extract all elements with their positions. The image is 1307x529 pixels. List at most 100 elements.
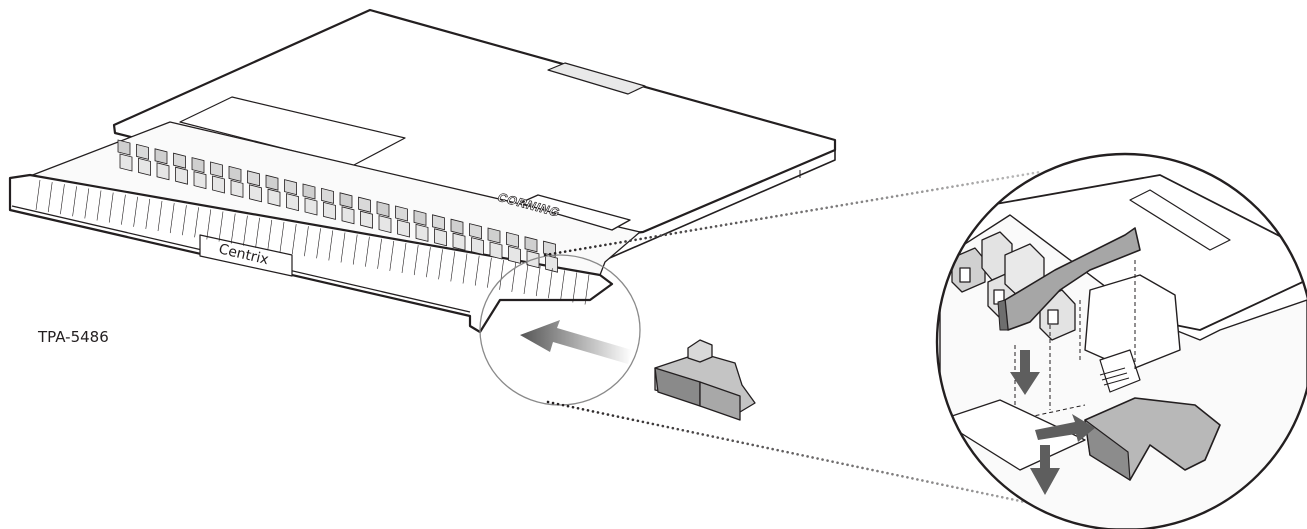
tray-fin-line [352, 234, 358, 265]
tray-fin-line [218, 211, 224, 242]
adapter-port [136, 143, 149, 160]
tray-fin-line [279, 221, 285, 253]
tray-fin-line [182, 205, 187, 236]
front-label-slot [199, 234, 293, 277]
adapter-port [413, 209, 427, 226]
zoom-source-circle [479, 254, 641, 406]
tray-fin-line [243, 215, 248, 246]
adapter-port [267, 188, 281, 207]
adapter-port [432, 214, 445, 231]
leader-lines [543, 170, 1127, 525]
adapter-port [450, 218, 464, 235]
tray-fin-line [194, 207, 199, 238]
tray-fin-line [206, 209, 212, 240]
adapter-port [249, 184, 262, 203]
tray-fin-line [511, 261, 517, 292]
adapter-port [506, 231, 519, 248]
adapter-port [156, 162, 170, 181]
adapter-port [339, 192, 353, 209]
tray-fin-line [438, 249, 443, 280]
zoomed-lever-clip [1004, 227, 1141, 331]
zoomed-down-arrow-lower [1030, 445, 1060, 495]
tray-fin-line [304, 226, 309, 257]
adapter-port [119, 153, 133, 172]
adapter-rows [35, 139, 590, 305]
tray-fin-line [365, 236, 370, 267]
adapter-port [360, 210, 373, 229]
lid-tab-recess [547, 62, 646, 95]
adapter-port [471, 237, 484, 256]
brand-badge [519, 194, 631, 231]
adapter-port [284, 179, 297, 196]
tray-fin-line [267, 219, 273, 250]
tray-fin-line [169, 203, 175, 234]
adapter-port [304, 197, 318, 216]
adapter-port [378, 215, 392, 234]
zoomed-down-arrow-upper [1010, 350, 1040, 395]
tray-fin-line [584, 274, 590, 305]
tray-fin-line [316, 228, 321, 259]
adapter-port [545, 254, 558, 273]
tray-fin-line [121, 194, 126, 225]
adapter-port [175, 166, 188, 185]
adapter-port [230, 179, 244, 198]
tray-fin-line [535, 266, 541, 297]
adapter-port [321, 187, 334, 204]
adapter-port [138, 157, 151, 176]
tray-fin-line [72, 186, 77, 217]
tray-fin-line [389, 240, 395, 271]
adapter-port [395, 205, 408, 222]
adapter-port [397, 219, 410, 238]
adapter-port [543, 240, 556, 257]
tray-fin-line [60, 184, 65, 215]
tray-fin-line [145, 198, 151, 229]
adapter-port [323, 201, 336, 220]
zoomed-right-arrow [1035, 414, 1095, 442]
zoom-detail-view [935, 152, 1307, 529]
adapter-port [212, 175, 225, 194]
adapter-port [193, 171, 207, 190]
tray-fin-line [462, 253, 468, 284]
adapter-port [302, 183, 316, 200]
tray-fin-line [340, 232, 346, 263]
adapter-port [173, 152, 186, 169]
tray-fin-line [108, 192, 114, 223]
tray-fin-line [291, 224, 297, 255]
adapter-port [452, 232, 466, 251]
tray-fin-line [328, 230, 334, 261]
tray-fin-line [84, 188, 90, 219]
adapter-port [358, 196, 371, 213]
adapter-port [524, 236, 538, 253]
adapter-port [508, 245, 521, 264]
adapter-port [265, 174, 279, 191]
adapter-port [341, 206, 355, 225]
tray-fin-line [523, 263, 529, 295]
leader-line-bottom [546, 400, 1127, 525]
tray-fin-line [474, 255, 480, 286]
tray-fin-line [96, 190, 102, 221]
figure-id-label: TPA-5486 [38, 328, 109, 346]
tray-fin-line [426, 247, 431, 278]
leader-line-top [543, 170, 1042, 257]
adapter-port [247, 170, 260, 187]
tray-fin-line [377, 238, 382, 269]
adapter-port [489, 241, 503, 260]
adapter-port [415, 223, 429, 242]
adapter-port [434, 228, 447, 247]
tray-fin-line [47, 182, 53, 213]
tray-fin-line [255, 217, 260, 248]
adapter-port [376, 201, 390, 218]
adapter-port [487, 227, 501, 244]
zoom-detail-circle-outline [935, 152, 1307, 529]
tray-fin-line [572, 272, 578, 303]
fiber-panel-housing [8, 8, 837, 334]
adapter-port [117, 139, 131, 156]
tray-fin-line [499, 259, 504, 290]
tray-fin-line [560, 270, 565, 301]
tray-fin-line [548, 268, 553, 299]
tray-fin-line [487, 257, 492, 288]
tray-fin-line [401, 242, 407, 274]
adapter-port [228, 165, 242, 182]
tray-fin-line [35, 179, 41, 211]
